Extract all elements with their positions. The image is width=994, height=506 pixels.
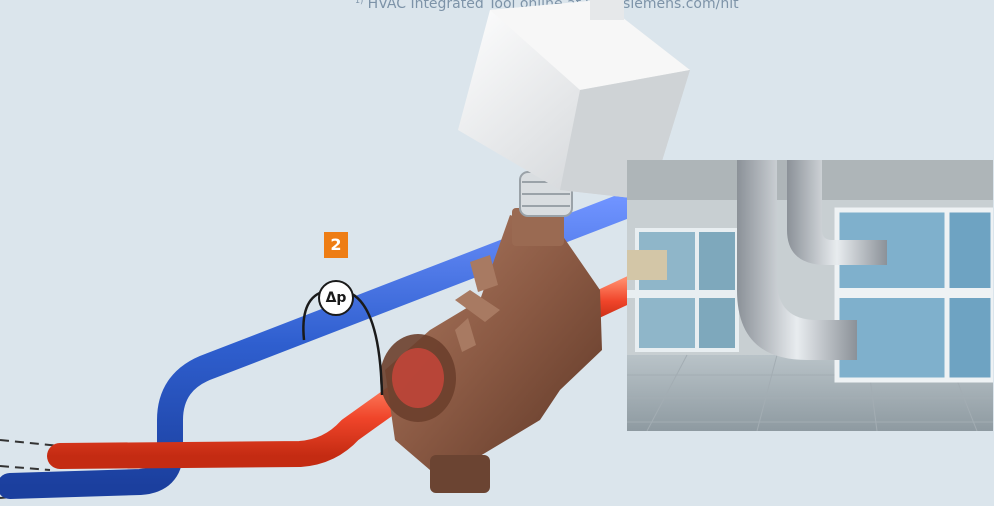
step-marker: 2 [324,232,348,258]
pressure-symbol: Δp [318,280,354,316]
hvac-room-photo [627,160,993,431]
supply-pipe [60,380,420,456]
room-illustration [627,160,993,431]
